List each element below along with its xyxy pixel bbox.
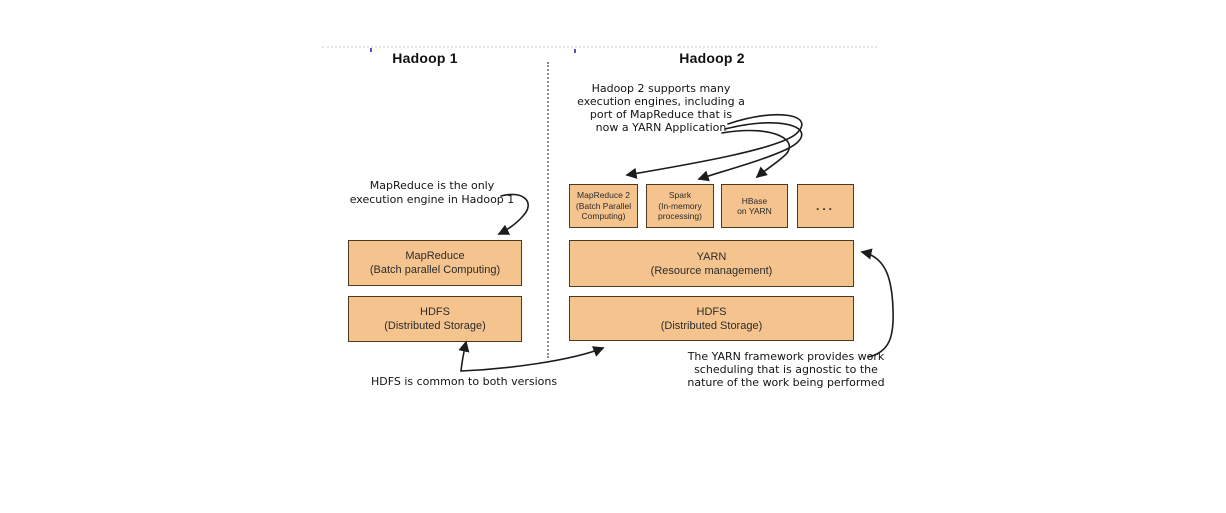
video-artifact-blue-tick	[370, 48, 372, 52]
box-subtitle: (Resource management)	[650, 264, 773, 277]
mapreduce2-app-box: MapReduce 2 (Batch Parallel Computing)	[569, 184, 638, 228]
hdfs-box-hadoop1: HDFS (Distributed Storage)	[348, 296, 522, 342]
box-subtitle: (Distributed Storage)	[384, 320, 486, 332]
box-title: YARN	[696, 250, 727, 263]
box-title: MapReduce	[405, 250, 465, 262]
column-divider	[547, 62, 549, 358]
annotation-line: scheduling that is agnostic to the	[694, 363, 878, 376]
hdfs-common-annotation: HDFS is common to both versions	[371, 375, 558, 388]
annotation-line: MapReduce is the only	[369, 179, 495, 192]
video-artifact-blue-tick	[574, 49, 576, 53]
hadoop2-engines-annotation: Hadoop 2 supports many execution engines…	[571, 82, 751, 134]
app-box-line: on YARN	[737, 206, 772, 216]
app-box-line: processing)	[658, 211, 702, 222]
hdfs-box-hadoop2: HDFS (Distributed Storage)	[569, 296, 854, 341]
annotation-line: now a YARN Application	[595, 121, 727, 134]
app-box-line: (In-memory	[658, 200, 702, 211]
box-subtitle: (Distributed Storage)	[660, 319, 763, 332]
box-subtitle: (Batch parallel Computing)	[369, 264, 501, 276]
annotation-line: The YARN framework provides work	[687, 350, 885, 363]
annotation-line: port of MapReduce that is	[589, 108, 733, 121]
app-box-line: HBase	[741, 195, 768, 206]
yarn-box: YARN (Resource management)	[569, 240, 854, 287]
ellipsis-label: ...	[815, 199, 835, 213]
app-box-line: Spark	[668, 190, 692, 201]
hadoop1-title: Hadoop 1	[392, 50, 458, 66]
mapreduce-box: MapReduce (Batch parallel Computing)	[348, 240, 522, 286]
annotation-line: execution engine in Hadoop 1	[349, 192, 515, 206]
more-apps-box: ...	[797, 184, 854, 228]
arrow-yarn-note-to-yarn-box	[860, 248, 894, 358]
box-title: HDFS	[696, 305, 727, 318]
spark-app-box: Spark (In-memory processing)	[646, 184, 714, 228]
app-box-line: Computing)	[581, 211, 626, 222]
hbase-app-box: HBase on YARN	[721, 184, 788, 228]
mapreduce-only-annotation: MapReduce is the only execution engine i…	[347, 179, 517, 206]
arrow-hdfs-note-to-hdfs1	[458, 340, 470, 372]
hadoop2-title: Hadoop 2	[679, 50, 745, 66]
arrow-annotation-to-hbase	[721, 129, 791, 179]
annotation-line: execution engines, including a	[577, 95, 745, 108]
arrow-hdfs-note-to-hdfs2	[460, 346, 605, 372]
yarn-framework-annotation: The YARN framework provides work schedul…	[670, 350, 902, 389]
annotation-line: nature of the work being performed	[687, 376, 885, 389]
box-title: HDFS	[420, 306, 450, 318]
annotation-line: Hadoop 2 supports many	[591, 82, 731, 95]
video-artifact-line	[322, 46, 877, 48]
app-box-line: (Batch Parallel	[575, 200, 632, 211]
app-box-line: MapReduce 2	[577, 190, 630, 201]
